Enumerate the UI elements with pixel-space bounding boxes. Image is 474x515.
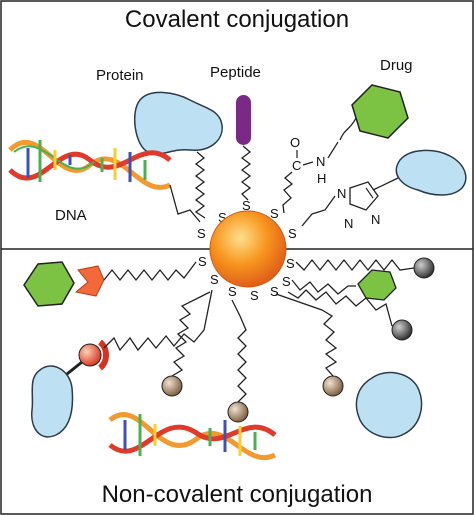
linker-chevron <box>103 261 197 282</box>
protein-blob-covalent <box>133 91 223 155</box>
triazole-n2: N <box>344 216 353 231</box>
dna-helix-covalent <box>8 140 172 190</box>
n-tether-bond <box>327 141 339 159</box>
red-bead-cup <box>97 339 109 371</box>
sulfur-atom: S <box>288 226 297 241</box>
protein-blob-right <box>355 371 423 439</box>
tan-bead <box>161 375 183 397</box>
sulfur-atom: S <box>282 274 291 289</box>
dna-helix-noncovalent <box>108 412 277 460</box>
linker-tan-bead <box>275 293 338 377</box>
triazole-protein-bond <box>372 177 399 191</box>
linker-triazole <box>301 195 336 227</box>
linker-tan-bead <box>231 299 247 403</box>
amide-hydrogen: H <box>317 171 326 186</box>
linker-gray-bead <box>295 258 415 272</box>
sulfur-atom: S <box>210 272 219 287</box>
linker-red-bead <box>103 289 213 352</box>
sulfur-atom: S <box>218 210 227 225</box>
peptide-label: Peptide <box>210 64 261 81</box>
sulfur-atom: S <box>198 254 207 269</box>
receptor-chevron <box>74 265 105 297</box>
tan-bead <box>227 401 249 423</box>
amide-oxygen: O <box>290 135 300 150</box>
protein-blob-left <box>31 365 74 438</box>
triazole-n1: N <box>337 186 346 201</box>
protein-blob-triazole <box>395 149 467 196</box>
sulfur-atom: S <box>270 284 279 299</box>
triazole-double-bond <box>365 187 374 199</box>
sulfur-atom: S <box>242 198 251 213</box>
drug-hexagon-covalent <box>351 84 409 139</box>
drug-label: Drug <box>380 57 413 74</box>
linker-drug <box>282 171 294 214</box>
tan-bead <box>322 375 344 397</box>
protein-label: Protein <box>96 67 144 84</box>
sulfur-atom: S <box>270 206 279 221</box>
sulfur-atom: S <box>197 226 206 241</box>
dna-label: DNA <box>55 207 87 224</box>
drug-tether <box>339 117 357 141</box>
amide-nitrogen: N <box>316 154 325 169</box>
linker-tan-bead <box>171 291 211 377</box>
gray-bead <box>391 319 413 341</box>
gray-bead <box>413 257 435 279</box>
sulfur-atom: S <box>250 288 259 303</box>
triazole-n3: N <box>371 212 380 227</box>
amide-carbon: C <box>292 158 301 173</box>
drug-hexagon-small <box>357 269 397 301</box>
gold-nanoparticle <box>209 210 287 288</box>
drug-hexagon-noncovalent <box>23 261 75 307</box>
linker-gray-bead <box>287 289 393 327</box>
c-n-bond <box>302 161 314 166</box>
title-noncovalent: Non-covalent conjugation <box>102 481 373 508</box>
linker-protein <box>194 151 206 219</box>
linker-peptide <box>240 145 252 201</box>
linker-dna <box>169 184 201 223</box>
triazole-ring <box>349 181 379 211</box>
sulfur-atom: S <box>286 256 295 271</box>
peptide-rod <box>236 95 251 145</box>
sulfur-atom: S <box>228 284 237 299</box>
title-covalent: Covalent conjugation <box>125 6 349 33</box>
linker-small-drug <box>291 279 356 295</box>
red-bead <box>78 343 102 367</box>
